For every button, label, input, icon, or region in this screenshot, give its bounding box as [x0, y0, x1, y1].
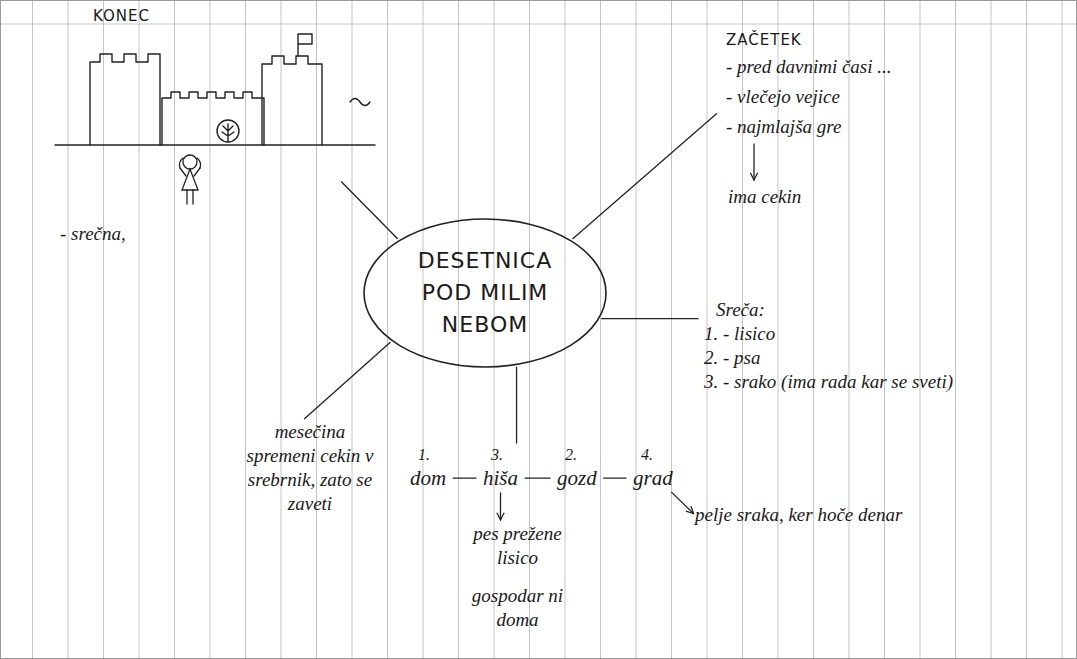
branch-note: KONEC - srečna,	[60, 4, 340, 249]
branch-line	[753, 144, 754, 180]
note-text: - pred davnimi časi ...	[726, 52, 1018, 82]
branch-note: mesečina spremeni cekin v srebrnik, zato…	[240, 420, 380, 516]
place-word: gozd	[557, 465, 597, 491]
sequence-word: 2.gozd	[552, 445, 602, 491]
sequence-word: 4.grad	[628, 445, 678, 491]
flag	[298, 34, 312, 56]
note-text: mesečina spremeni cekin v srebrnik, zato…	[240, 420, 380, 516]
place-word: grad	[633, 465, 673, 491]
order-number: 4.	[641, 445, 673, 465]
girl-dress	[182, 169, 198, 190]
list-item: 1. - lisico	[704, 322, 1045, 346]
branch-line	[573, 114, 717, 239]
place-word: hiša	[483, 465, 518, 491]
branch-line	[500, 493, 501, 520]
order-number: 3.	[491, 445, 518, 465]
list-item: 2. - psa	[704, 346, 1045, 370]
branch-line	[525, 477, 550, 478]
note-text: - srečna,	[60, 219, 340, 249]
branch-note: pelje sraka, ker hoče denar	[695, 500, 902, 530]
note-text: gospodar ni doma	[455, 584, 580, 632]
castle-tower	[90, 54, 160, 145]
note-text: - vlečejo vejice	[726, 82, 1018, 112]
note-text: - najmlajša gre	[726, 112, 1018, 142]
list-item: 3. - srako (ima rada kar se sveti)	[704, 370, 1045, 394]
bird-mark	[350, 99, 370, 106]
ellipse-outline	[364, 219, 606, 367]
girl-figure	[179, 155, 200, 204]
branch-note: ima cekin	[728, 182, 801, 212]
note-text: pelje sraka, ker hoče denar	[695, 500, 902, 530]
note-text: pes prežene lisico	[455, 522, 580, 570]
order-number: 2.	[565, 445, 597, 465]
branch-note: Sreča:1. - lisico2. - psa3. - srako (ima…	[700, 298, 1045, 394]
branch-heading: ZAČETEK	[726, 28, 1018, 52]
sequence-word: 3.hiša	[478, 445, 523, 491]
girl-limbs	[180, 168, 200, 204]
branch-line	[304, 343, 390, 419]
order-number: 1.	[418, 445, 446, 465]
margin-line	[0, 24, 1077, 25]
castle-wall	[162, 92, 264, 145]
gate-tree	[222, 124, 234, 142]
place-word: dom	[410, 465, 446, 491]
topic-title: DESETNICA POD MILIM NEBOM	[398, 245, 573, 341]
sequence-word: 1.dom	[405, 445, 451, 491]
branch-line	[341, 182, 397, 239]
topic-ellipse: DESETNICA POD MILIM NEBOM	[363, 218, 607, 368]
branch-line	[453, 477, 476, 478]
branch-note: ZAČETEK- pred davnimi časi ...- vlečejo …	[718, 28, 1018, 142]
castle-drawing	[55, 34, 375, 145]
branch-heading: KONEC	[93, 4, 340, 28]
note-text: ima cekin	[728, 182, 801, 212]
castle-gate	[217, 120, 239, 142]
branch-heading: Sreča:	[716, 298, 1045, 322]
castle-tower	[262, 56, 322, 145]
branch-note: pes prežene lisico gospodar ni doma	[455, 522, 580, 632]
girl-hair	[179, 158, 200, 168]
branch-line	[516, 367, 517, 443]
branch-line	[604, 477, 626, 478]
girl-head	[183, 155, 197, 169]
ground-line	[55, 144, 375, 145]
branch-line	[672, 492, 694, 513]
branch-line	[602, 318, 698, 319]
